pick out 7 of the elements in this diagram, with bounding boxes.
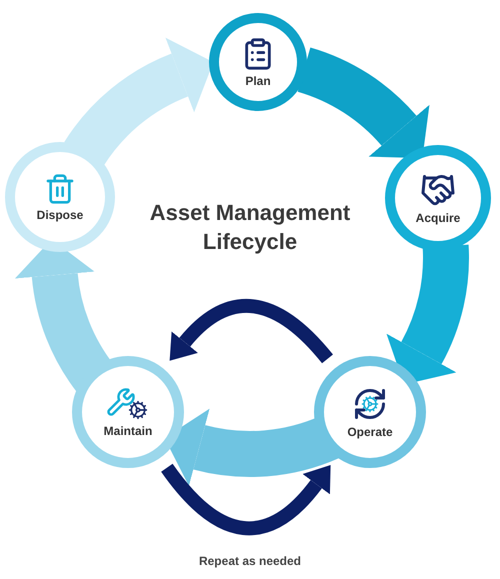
stage-label: Plan	[245, 75, 271, 87]
stage-label: Operate	[347, 426, 393, 438]
stage-label: Acquire	[416, 212, 460, 224]
stage-label: Maintain	[104, 425, 152, 437]
diagram-title: Asset Management Lifecycle	[148, 199, 352, 256]
note-text: Repeat as needed	[198, 553, 302, 570]
stage-label: Dispose	[36, 209, 84, 221]
